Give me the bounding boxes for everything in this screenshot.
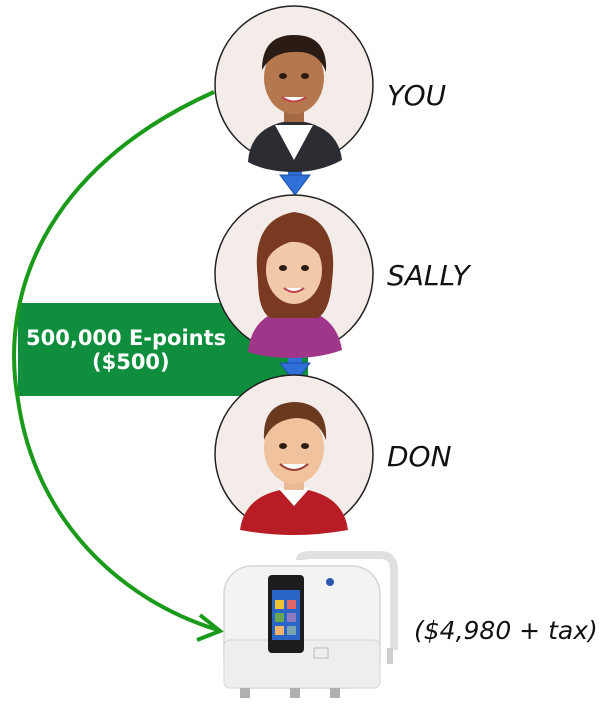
name-label-you: YOU xyxy=(387,79,447,112)
reward-dollar-text: ($500) xyxy=(92,349,170,374)
name-label-don: DON xyxy=(387,440,452,473)
name-label-sally: SALLY xyxy=(387,259,470,292)
reward-points-text: 500,000 E-points xyxy=(26,325,227,350)
price-label: ($4,980 + tax) xyxy=(414,616,598,645)
avatar-you xyxy=(214,5,374,172)
avatar-sally xyxy=(214,194,374,358)
water-ionizer-image xyxy=(223,551,398,698)
avatar-don xyxy=(214,374,374,535)
curve-arrowhead xyxy=(196,613,224,642)
reward-curve-arrow xyxy=(12,90,219,632)
